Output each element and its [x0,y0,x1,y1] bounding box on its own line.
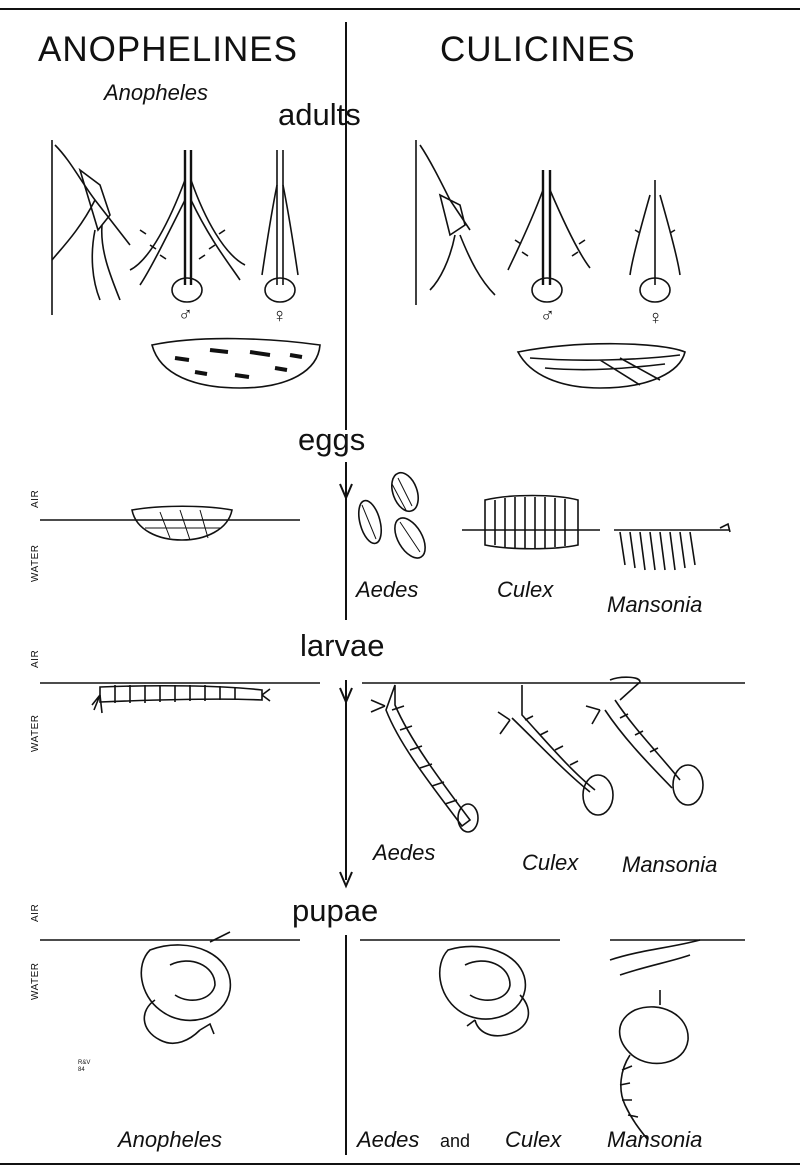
genus-label-mansonia-pupae: Mansonia [607,1127,703,1152]
genus-label-anopheles-bottom: Anopheles [118,1127,222,1152]
anopheline-egg [131,505,233,541]
culicine-resting-adult [415,140,496,305]
arrow-eggs [339,483,353,501]
culicines-header: CULICINES [440,30,636,69]
anophelines-header: ANOPHELINES [38,30,298,69]
male-symbol-anopheline: ♂ [178,304,193,326]
air-label-pupae: AIR [30,903,41,922]
culex-larva [497,685,614,816]
anopheline-resting-adult [51,140,131,315]
water-label-pupae: WATER [30,962,41,1001]
genus-label-culex-pupae: Culex [505,1127,562,1152]
genus-label-and: and [440,1131,471,1151]
male-symbol-culicine: ♂ [540,305,555,327]
anopheline-female-head [261,150,299,303]
stage-label-eggs: eggs [298,422,366,457]
genus-label-aedes-pupae: Aedes [357,1127,420,1152]
genus-label-culex-eggs: Culex [497,577,554,602]
anopheline-pupa [140,931,232,1045]
anopheline-male-head [129,150,246,303]
water-label-larvae: WATER [30,714,41,753]
aedes-eggs [357,471,426,559]
genus-label-aedes-larvae: Aedes [373,840,436,865]
female-symbol-anopheline: ♀ [272,305,287,327]
artist-signature: R&V 84 [78,1060,91,1073]
aedes-larva [370,684,479,833]
anopheline-wing [151,337,321,389]
anopheline-larva [91,684,271,714]
mansonia-pupa [609,939,701,1141]
aedes-culex-pupa [439,945,530,1037]
culex-egg-raft [484,494,579,550]
genus-label-aedes-eggs: Aedes [356,577,419,602]
genus-label-culex-larvae: Culex [522,850,579,875]
genus-label-mansonia-larvae: Mansonia [622,852,718,877]
stage-label-pupae: pupae [292,893,379,928]
genus-label-anopheles-top: Anopheles [104,80,208,105]
air-label-larvae: AIR [30,649,41,668]
stage-label-adults: adults [278,97,361,132]
stage-label-larvae: larvae [300,628,385,663]
culicine-female-head [629,180,681,303]
culicine-wing [516,342,686,389]
arrow-larvae [339,687,353,705]
mansonia-larva [585,676,704,806]
air-label-eggs: AIR [30,489,41,508]
female-symbol-culicine: ♀ [648,307,663,329]
culicine-male-head [507,170,591,303]
mansonia-eggs [619,522,731,571]
water-label-eggs: WATER [30,544,41,583]
genus-label-mansonia-eggs: Mansonia [607,592,703,617]
arrow-pupae [339,871,353,889]
